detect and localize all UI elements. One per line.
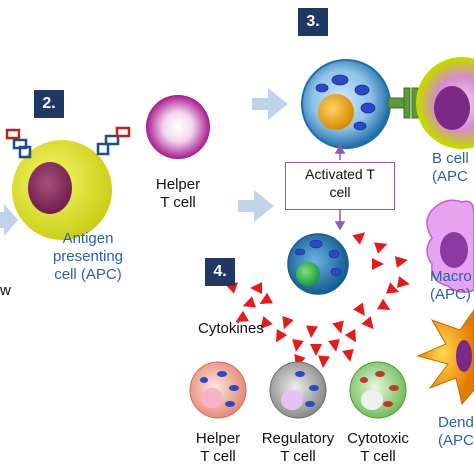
flow-arrow-left xyxy=(0,204,18,236)
cytotoxic-label-line1: Cytotoxic xyxy=(347,430,409,447)
cytotoxic-label-line2: T cell xyxy=(360,448,396,465)
apc-label-line2: presenting xyxy=(52,248,124,265)
tcr-bcell-connector-icon xyxy=(387,87,419,119)
apc-label-line1: Antigen xyxy=(62,230,114,247)
apc-label-line3: cell (APC) xyxy=(54,266,122,283)
regulatory-label: Regulatory T cell xyxy=(255,430,341,466)
flow-arrow-to-activated xyxy=(252,88,288,120)
macrophage-label-line1: Macro xyxy=(430,268,472,285)
activated-t-cell xyxy=(301,59,391,149)
small-helper-label-line2: T cell xyxy=(200,448,236,465)
step-badge-2: 2. xyxy=(34,90,64,118)
flow-arrow-to-differentiation xyxy=(238,190,274,222)
apc-label: Antigen presenting cell (APC) xyxy=(40,230,136,284)
dendritic-label: Dend (APC xyxy=(438,414,474,450)
helper-t-cell-label: Helper T cell xyxy=(148,176,208,212)
flow-arrows xyxy=(0,88,288,236)
cytotoxic-label: Cytotoxic T cell xyxy=(342,430,414,466)
small-helper-t-cell xyxy=(189,361,247,419)
apc-nucleus xyxy=(28,162,72,214)
helper-label-line1: Helper xyxy=(155,176,201,193)
b-cell xyxy=(416,57,474,149)
small-cytotoxic-t-cell xyxy=(349,361,407,419)
activated-label-line2: cell xyxy=(329,184,351,200)
step-badge-3: 3. xyxy=(298,8,328,36)
activated-t-cell-box: Activated T cell xyxy=(285,162,395,210)
cytokines-label: Cytokines xyxy=(198,320,264,337)
helper-t-cell xyxy=(146,95,210,159)
dendritic-label-line1: Dend xyxy=(438,414,474,431)
dendritic-label-line2: (APC xyxy=(438,432,474,449)
b-cell-label: B cell (APC xyxy=(432,150,469,186)
b-cell-label-line2: (APC xyxy=(432,168,468,185)
step-badge-4: 4. xyxy=(205,258,235,286)
macrophage-label-line2: (APC) xyxy=(430,286,471,303)
small-helper-label: Helper T cell xyxy=(188,430,248,466)
macrophage xyxy=(426,199,474,293)
regulatory-label-line2: T cell xyxy=(280,448,316,465)
regulatory-label-line1: Regulatory xyxy=(261,430,335,447)
b-cell-nucleus xyxy=(434,86,470,130)
w-fragment-label: w xyxy=(0,282,11,299)
mhc-receptor-left-icon xyxy=(5,128,32,159)
b-cell-label-line1: B cell xyxy=(432,150,469,167)
activated-box-arrows xyxy=(334,144,346,231)
apc-cell xyxy=(12,140,112,240)
secreting-t-cell xyxy=(287,233,349,295)
macrophage-label: Macro (APC) xyxy=(430,268,472,304)
dendritic-nucleus xyxy=(456,340,472,372)
mhc-receptor-right-icon xyxy=(96,126,131,156)
macrophage-nucleus xyxy=(440,232,468,268)
dendritic-cell xyxy=(416,309,474,406)
small-helper-label-line1: Helper xyxy=(195,430,241,447)
helper-label-line2: T cell xyxy=(160,194,196,211)
secreting-t-cell-nucleus xyxy=(296,262,320,286)
activated-t-cell-nucleus xyxy=(318,94,354,130)
small-regulatory-t-cell xyxy=(269,361,327,419)
activated-label-line1: Activated T xyxy=(305,166,375,182)
